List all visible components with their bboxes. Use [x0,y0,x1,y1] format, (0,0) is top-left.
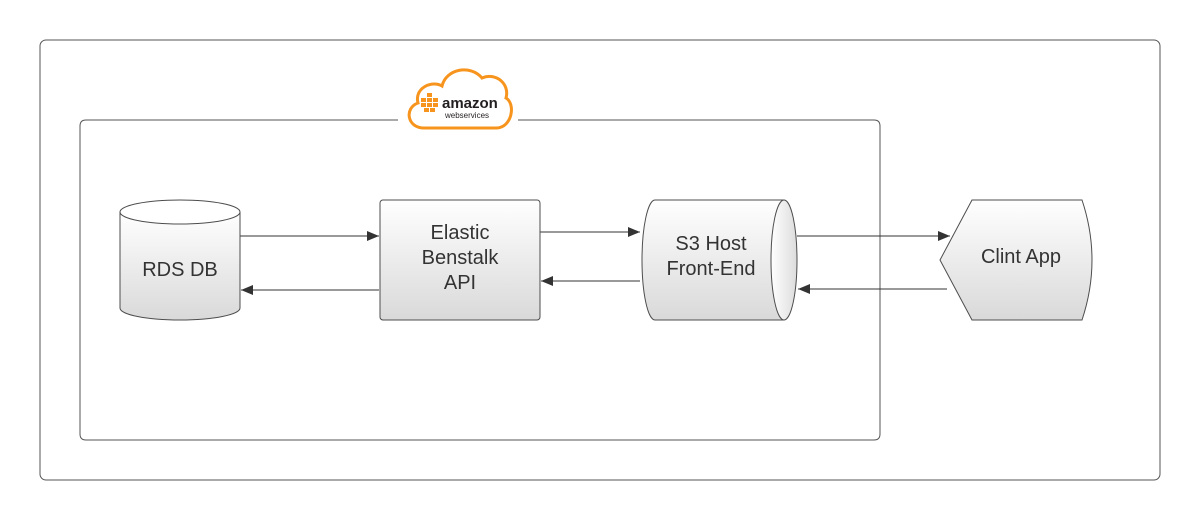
aws-logo-subtitle: webservices [444,111,489,120]
aws-cloud-icon [407,68,513,130]
beanstalk-label-line-2: Benstalk [422,247,500,269]
s3-host-front-end-node[interactable]: S3 Host Front-End [641,199,798,321]
rds-db-cylinder-body [119,211,241,321]
s3-cylinder-cap [770,199,798,321]
rds-db-label: RDS DB [142,259,218,281]
beanstalk-box [379,199,541,321]
rds-db-node[interactable]: RDS DB [119,199,241,321]
client-app-node[interactable]: Clint App [939,199,1093,321]
outer-frame [39,39,1161,481]
client-app-shape [939,199,1093,321]
edges [240,227,950,295]
aws-logo-text: amazon [442,95,498,112]
s3-label-line-1: S3 Host [675,233,747,255]
elastic-beanstalk-api-node[interactable]: Elastic Benstalk API [379,199,541,321]
beanstalk-label-line-1: Elastic [431,222,490,244]
client-app-label: Clint App [981,246,1061,268]
amazon-web-services-logo: amazon webservices [407,68,513,130]
aws-boxes-icon [421,93,438,112]
beanstalk-label-line-3: API [444,272,476,294]
s3-label-line-2: Front-End [667,258,756,280]
aws-group-frame [79,119,881,441]
s3-cylinder-body [641,199,785,321]
rds-db-cylinder-top [119,199,241,225]
